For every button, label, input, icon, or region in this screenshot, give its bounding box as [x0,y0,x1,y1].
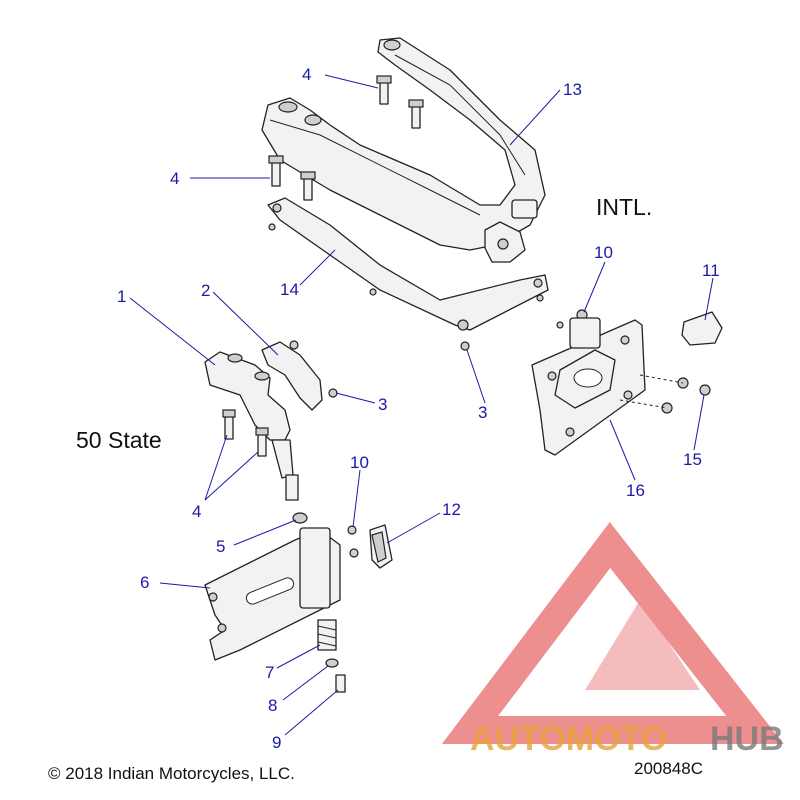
bolt-mid-right [300,171,316,201]
fifty-state-label: 50 State [76,427,162,453]
callout-14: 14 [280,280,299,299]
bolt-top-left [376,75,392,105]
washer-part-8 [325,658,339,668]
light-part-11 [681,311,723,346]
copyright-text: © 2018 Indian Motorcycles, LLC. [48,764,295,783]
svg-text:AUTOMOTO: AUTOMOTO [470,720,667,758]
intl-label: INTL. [596,194,652,220]
fastener-part-15 [661,377,711,414]
rail-bracket-part [267,197,549,331]
callout-7: 7 [265,663,274,682]
callout-6: 6 [140,573,149,592]
callout-16: 16 [626,481,645,500]
callout-13: 13 [563,80,582,99]
callout-1: 1 [117,287,126,306]
bolt-lower-left [222,409,236,440]
callout-8: 8 [268,696,277,715]
callout-15: 15 [683,450,702,469]
callout-10-right: 10 [594,243,613,262]
callout-4-top: 4 [302,65,311,84]
mount-bracket-part [204,351,299,501]
grab-rail-part [261,37,546,263]
callout-3-left: 3 [378,395,387,414]
bolt-lower-right [255,427,269,457]
callout-10-left: 10 [350,453,369,472]
callout-11: 11 [702,261,720,280]
screw-left [328,388,338,398]
callout-9: 9 [272,733,281,752]
nut-part-10-left [347,525,359,558]
bracket-plate-part [261,340,323,411]
callout-4-lower: 4 [192,502,201,521]
bolt-top-right [408,99,424,129]
plate-bracket-part [531,317,646,456]
bolt-part-9 [335,674,346,693]
callout-3-right: 3 [478,403,487,422]
spring-part [317,619,337,651]
screw-right [460,341,470,351]
license-bracket-part [204,527,341,661]
reflector-part-12 [369,524,393,569]
callout-4-mid: 4 [170,169,179,188]
diagram-id: 200848C [634,759,703,778]
leader-lines [129,74,714,736]
callout-12: 12 [442,500,461,519]
callout-2: 2 [201,281,210,300]
svg-text:HUB: HUB [710,720,784,758]
callout-5: 5 [216,537,225,556]
washer-part-5 [292,512,308,524]
watermark-text: AUTOMOTO HUB [470,720,784,758]
watermark-logo [441,522,784,744]
bolt-mid-left [268,155,284,187]
